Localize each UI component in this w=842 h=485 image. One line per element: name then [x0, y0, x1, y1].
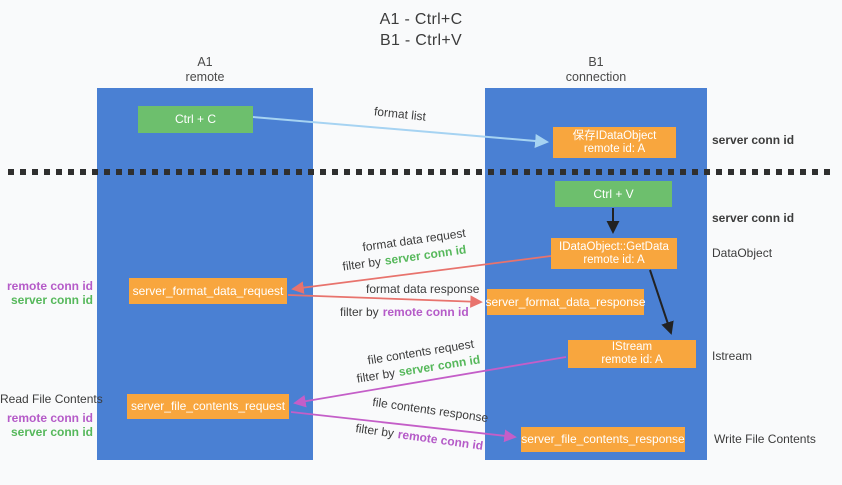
label-filter-by-remote-conn-id-1: filter by remote conn id: [340, 305, 469, 319]
left-label-remote-conn-id-2: remote conn id: [6, 411, 93, 425]
right-label-istream: Istream: [712, 349, 753, 363]
column-header-a1: A1 remote: [97, 55, 313, 85]
left-label-read-file-contents: Read File Contents: [0, 392, 103, 406]
left-label-remote-conn-id-1: remote conn id: [6, 279, 93, 293]
label-file-contents-response: file contents response: [371, 394, 490, 426]
ctrl-c-label: Ctrl + C: [174, 112, 216, 126]
istream-line1: IStream: [611, 341, 653, 353]
ctrl-v-label: Ctrl + V: [593, 186, 634, 201]
server-format-data-response-box: server_format_data_response: [485, 289, 646, 315]
getdata-line2: remote id: A: [583, 253, 645, 266]
istream-line2: remote id: A: [601, 354, 663, 366]
label-filter-by-remote-conn-id-2: filter by remote conn id: [354, 421, 485, 453]
server-file-contents-response-label: server_file_contents_response: [521, 432, 685, 446]
column-header-b1: B1 connection: [485, 55, 707, 85]
diagram-title: A1 - Ctrl+C B1 - Ctrl+V: [0, 9, 842, 51]
server-format-data-request-label: server_format_data_request: [132, 283, 284, 298]
right-label-server-conn-id-mid: server conn id: [712, 211, 795, 225]
title-line-2: B1 - Ctrl+V: [380, 32, 462, 49]
title-line-1: A1 - Ctrl+C: [379, 11, 463, 28]
save-idataobject-line2: remote id: A: [583, 142, 646, 155]
ctrl-v-box: Ctrl + V: [555, 181, 672, 207]
server-file-contents-request-label: server_file_contents_request: [130, 399, 286, 413]
left-label-server-conn-id-1: server conn id: [10, 293, 93, 307]
server-format-data-request-box: server_format_data_request: [129, 278, 287, 304]
server-file-contents-request-box: server_file_contents_request: [127, 394, 289, 419]
right-label-write-file-contents: Write File Contents: [714, 432, 816, 446]
phase-divider-dotted-line: [8, 169, 836, 175]
arrow-format-data-response: [287, 294, 483, 308]
column-a1-title: A1: [197, 55, 213, 69]
getdata-line1: IDataObject::GetData: [559, 240, 669, 253]
right-label-dataobject: DataObject: [712, 246, 773, 260]
column-b1-title: B1: [588, 55, 604, 69]
left-label-server-conn-id-2: server conn id: [10, 425, 93, 439]
column-b1-subtitle: connection: [565, 70, 627, 84]
istream-box: IStream remote id: A: [568, 340, 696, 368]
label-format-data-response: format data response: [366, 282, 480, 296]
server-file-contents-response-box: server_file_contents_response: [521, 427, 685, 452]
ctrl-c-box: Ctrl + C: [138, 106, 253, 133]
server-format-data-response-label: server_format_data_response: [485, 294, 646, 309]
label-format-list: format list: [373, 104, 427, 124]
right-label-server-conn-id-top: server conn id: [712, 133, 795, 147]
save-idataobject-box: 保存IDataObject remote id: A: [553, 127, 676, 158]
save-idataobject-line1: 保存IDataObject: [572, 129, 657, 142]
idataobject-getdata-box: IDataObject::GetData remote id: A: [551, 238, 677, 269]
column-a1-subtitle: remote: [185, 70, 225, 84]
